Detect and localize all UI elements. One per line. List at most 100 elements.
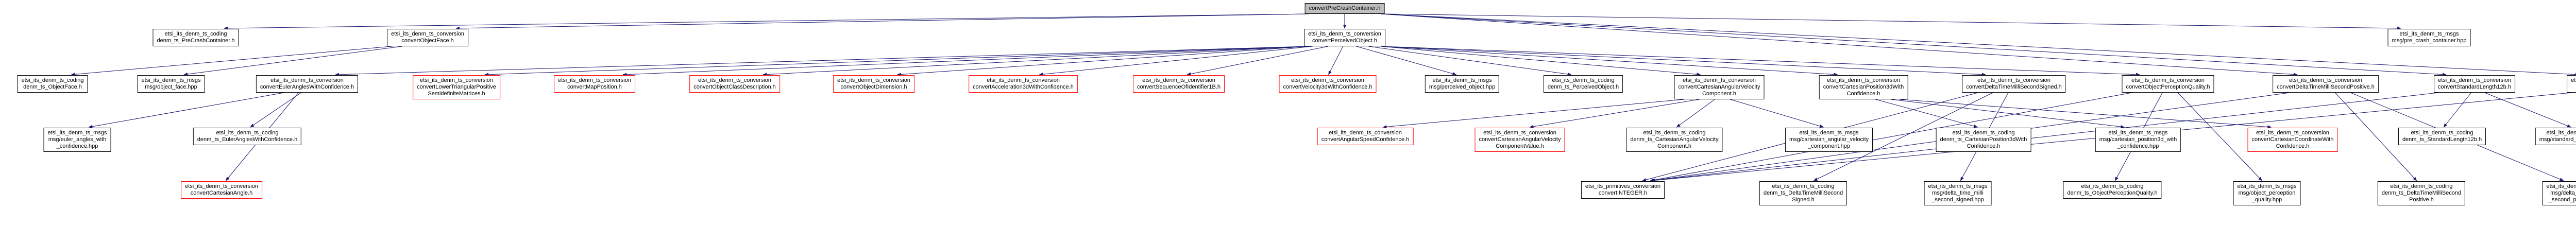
- node-label-line: etsi_its_denm_ts_conversion: [1977, 77, 2050, 83]
- node-label-line: convertDeltaTimeMilliSecondPositive.h: [2277, 84, 2375, 90]
- node-label-line: Component.h: [1702, 91, 1737, 97]
- node-label-line: Component.h: [1657, 143, 1692, 149]
- include-edge: [896, 46, 1309, 76]
- node-label-line: convertObjectClassDescription.h: [693, 84, 776, 90]
- node-label-line: msg/delta_time_milli: [2550, 190, 2576, 196]
- graph-node-msg-delta-time-milli-second-positive-hpp[interactable]: etsi_its_denm_ts_msgsmsg/delta_time_mill…: [2542, 181, 2576, 205]
- node-label-line: etsi_its_denm_ts_msgs: [2546, 130, 2576, 136]
- include-edge: [1328, 46, 1344, 75]
- node-label-line: _confidence.hpp: [56, 143, 98, 149]
- node-label-line: convertAcceleration3dWithConfidence.h: [973, 84, 1074, 90]
- node-label-line: convertCartesianAngle.h: [190, 190, 253, 196]
- include-edge: [622, 46, 1309, 76]
- node-label-line: etsi_its_denm_ts_conversion: [987, 77, 1060, 83]
- include-edge: [1380, 13, 2298, 76]
- include-edge: [224, 13, 1309, 30]
- node-label-line: etsi_its_denm_ts_conversion: [185, 183, 258, 189]
- node-label-line: etsi_its_denm_ts_coding: [1772, 183, 1835, 189]
- node-label-line: etsi_its_denm_ts_coding: [1552, 77, 1615, 83]
- node-label-line: denm_ts_CartesianPosition3dWith: [1940, 136, 2027, 143]
- include-edge: [1380, 46, 1986, 76]
- node-label-line: etsi_its_denm_ts_conversion: [420, 77, 493, 83]
- node-label-line: Confidence.h: [2276, 143, 2310, 149]
- node-label-line: convertLowerTriangularPositive: [417, 84, 496, 90]
- node-label-line: etsi_its_denm_ts_msgs: [2237, 183, 2297, 189]
- graph-node-convertprecrashcontainer-h[interactable]: convertPreCrashContainer.h: [1304, 3, 1385, 14]
- node-label-line: etsi_its_denm_ts_msgs: [141, 77, 201, 83]
- node-label-line: convertAngularSpeedConfidence.h: [1321, 136, 1410, 143]
- graph-node-msg-standard-length12b-hpp[interactable]: etsi_its_denm_ts_msgsmsg/standard_length…: [2535, 128, 2576, 145]
- node-label-line: etsi_its_denm_ts_coding: [216, 130, 279, 136]
- node-label-line: convertCartesianCoordinateWith: [2251, 136, 2334, 143]
- node-label-line: etsi_its_denm_ts_conversion: [2571, 77, 2576, 83]
- include-edge: [2443, 92, 2472, 128]
- node-label-line: etsi_its_denm_ts_conversion: [2438, 77, 2511, 83]
- node-label-line: msg/euler_angles_with: [48, 136, 107, 143]
- node-label-line: etsi_its_primitives_conversion: [1585, 183, 1661, 189]
- node-label-line: etsi_its_denm_ts_conversion: [270, 77, 344, 83]
- node-label-line: convertPreCrashContainer.h: [1309, 5, 1381, 11]
- node-label-line: denm_ts_DeltaTimeMilliSecond: [2381, 190, 2462, 196]
- node-label-line: ComponentValue.h: [1496, 143, 1544, 149]
- node-label-line: etsi_its_denm_ts_msgs: [1799, 130, 1859, 136]
- include-edge: [1899, 99, 2272, 129]
- node-label-line: Confidence.h: [1846, 91, 1880, 97]
- include-edge: [1368, 46, 1572, 76]
- node-label-line: convertINTEGER.h: [1598, 190, 1648, 196]
- node-label-line: _component.hpp: [1808, 143, 1850, 149]
- include-edge: [335, 46, 1309, 76]
- node-label-line: denm_ts_PerceivedObject.h: [1547, 84, 1619, 90]
- include-edge: [88, 92, 284, 128]
- node-label-line: convertCartesianPosition3dWith: [1823, 84, 1904, 90]
- node-label-line: convertEulerAnglesWithConfidence.h: [260, 84, 354, 90]
- node-label-line: denm_ts_PreCrashContainer.h: [157, 38, 235, 44]
- node-label-line: convertSequenceOfIdentifier1B.h: [1137, 84, 1221, 90]
- include-edge: [2484, 92, 2571, 128]
- node-label-line: convertPerceivedObject.h: [1312, 38, 1377, 44]
- node-label-line: etsi_its_denm_ts_conversion: [837, 77, 910, 83]
- node-label-line: etsi_its_denm_ts_coding: [2411, 130, 2473, 136]
- node-label-line: _confidence.hpp: [2117, 143, 2159, 149]
- graph-node-convertstationid-h[interactable]: etsi_its_denm_ts_conversionconvertStatio…: [2567, 75, 2576, 93]
- node-label-line: etsi_its_denm_ts_msgs: [1432, 77, 1492, 83]
